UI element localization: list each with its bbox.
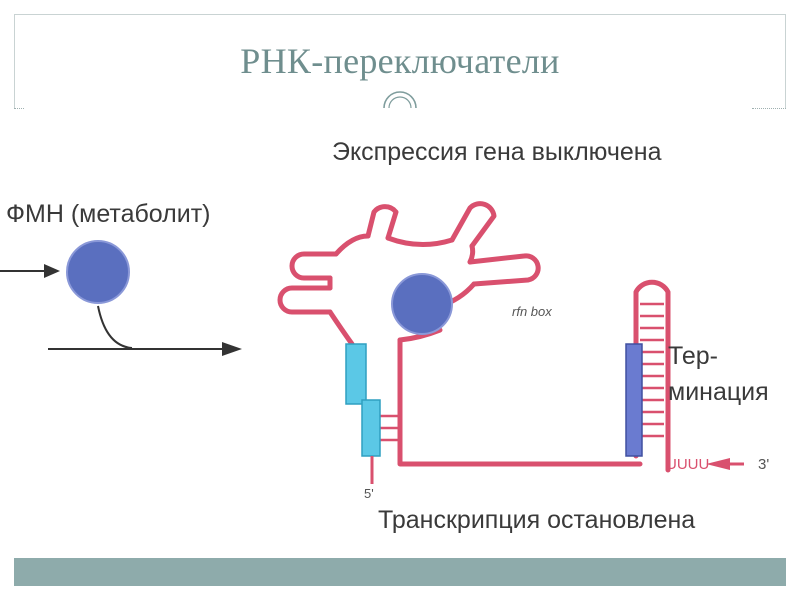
title-divider-left bbox=[14, 108, 24, 109]
frame-top-border bbox=[14, 14, 786, 15]
slide-bottom-bar bbox=[14, 558, 786, 586]
frame-left-border bbox=[14, 14, 15, 109]
multiloop-outline bbox=[333, 233, 477, 309]
metabolite-circle bbox=[66, 240, 130, 304]
binding-curve bbox=[97, 305, 133, 349]
termination-label-line1: Тер- bbox=[668, 342, 718, 370]
title-divider-right bbox=[752, 108, 786, 109]
hairpin-right bbox=[467, 253, 541, 287]
incoming-arrowhead bbox=[44, 264, 60, 278]
metabolite-pathway bbox=[0, 240, 242, 356]
slide-title: РНК-переключатели bbox=[240, 41, 560, 81]
frame-right-border bbox=[785, 14, 786, 109]
hairpin-left-upper bbox=[277, 285, 333, 315]
transcription-stopped-label: Транскрипция остановлена bbox=[378, 506, 696, 534]
five-prime-label: 5' bbox=[364, 486, 374, 501]
terminator-hairpin bbox=[633, 279, 671, 473]
outgoing-arrowhead bbox=[222, 342, 242, 356]
hairpin-top-right bbox=[449, 201, 497, 249]
expression-off-label: Экспрессия гена выключена bbox=[332, 138, 662, 166]
terminator-segment bbox=[625, 343, 643, 457]
left-stem bbox=[327, 275, 355, 347]
rna-structure bbox=[277, 201, 671, 473]
poly-u-tail bbox=[706, 458, 744, 470]
base-pair-rungs bbox=[380, 302, 664, 442]
anti-terminator-segment-upper bbox=[345, 343, 367, 405]
bound-metabolite bbox=[391, 273, 453, 335]
rna-backbone bbox=[397, 337, 643, 467]
hairpin-top-left bbox=[365, 204, 399, 241]
rfn-box-label: rfn box bbox=[512, 304, 552, 319]
anti-terminator-segment-lower bbox=[361, 399, 381, 457]
metabolite-label: ФМН (метаболит) bbox=[6, 200, 211, 228]
termination-label-line2: минация bbox=[668, 378, 769, 406]
hairpin-left-lower bbox=[289, 251, 339, 281]
three-prime-label: 3' bbox=[758, 456, 770, 473]
title-ornament-icon bbox=[383, 91, 417, 109]
poly-u-label: UUUU bbox=[666, 456, 710, 473]
